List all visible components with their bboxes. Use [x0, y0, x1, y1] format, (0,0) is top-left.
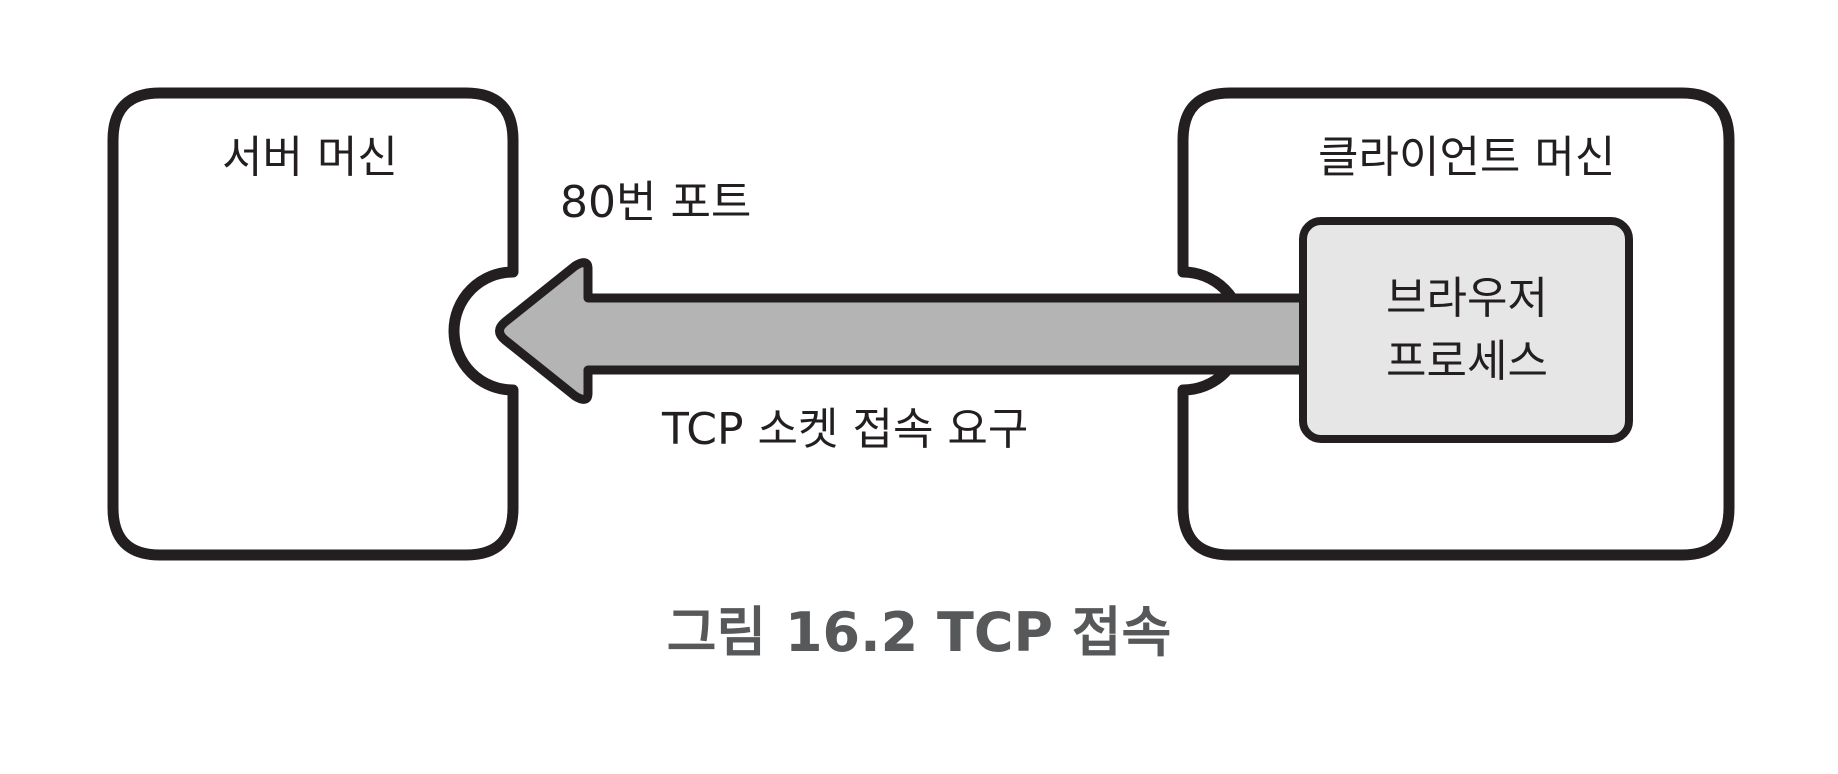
server-machine-label: 서버 머신: [222, 132, 398, 183]
browser-process-label-line1: 브라우저: [1386, 273, 1548, 324]
tcp-request-label: TCP 소켓 접속 요구: [662, 404, 1029, 455]
server-machine-box: [107, 87, 519, 561]
port-label: 80번 포트: [560, 177, 752, 228]
browser-process-box: [1299, 217, 1633, 443]
client-machine-label: 클라이언트 머신: [1318, 132, 1616, 183]
browser-process-label-line2: 프로세스: [1386, 336, 1548, 387]
tcp-request-arrow: [495, 258, 1325, 404]
figure-caption: 그림 16.2 TCP 접속: [666, 601, 1172, 664]
